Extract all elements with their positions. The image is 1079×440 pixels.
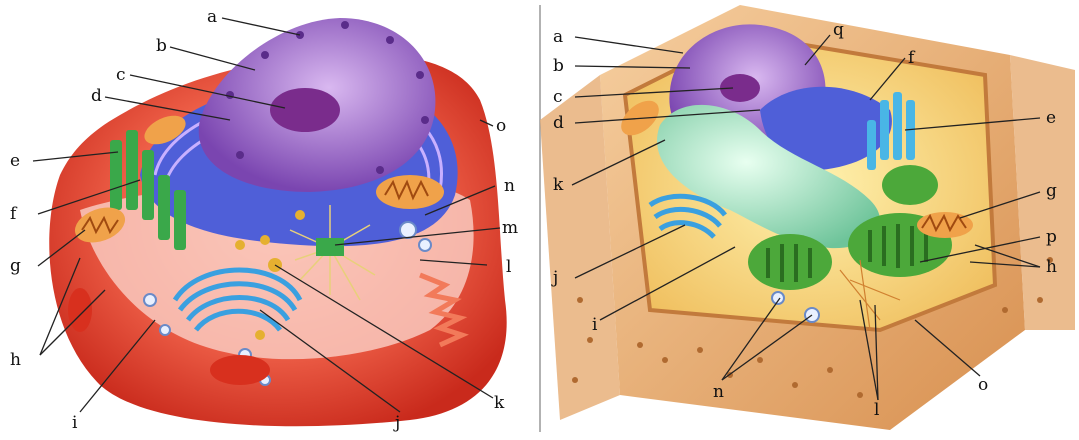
plant-label-o: o	[978, 375, 988, 395]
animal-label-g: g	[10, 256, 21, 276]
plant-label-i: i	[592, 315, 598, 335]
animal-label-e: e	[10, 151, 20, 171]
animal-label-k: k	[494, 393, 505, 413]
animal-label-m: m	[502, 218, 518, 238]
cytoplasm-blob	[68, 288, 92, 332]
animal-label-h: h	[10, 350, 21, 370]
plant-cell: a b c d e f g h i j k l n o p q	[540, 5, 1075, 430]
plant-label-b: b	[553, 56, 564, 76]
plant-label-d: d	[553, 113, 564, 133]
plant-label-g: g	[1046, 181, 1057, 201]
chloroplast-lower	[748, 234, 832, 290]
animal-label-c: c	[116, 65, 126, 85]
animal-cell: a b c d e f g h i j k l m n o	[10, 7, 518, 433]
animal-label-b: b	[156, 36, 167, 56]
chloroplast-right	[882, 165, 938, 205]
plant-label-n: n	[713, 382, 724, 402]
animal-label-o: o	[496, 116, 506, 136]
plant-label-h: h	[1046, 257, 1057, 277]
plant-label-l: l	[874, 400, 879, 420]
animal-label-l: l	[506, 257, 511, 277]
mitochondrion-right	[376, 175, 444, 209]
cytoplasm-blob	[210, 355, 270, 385]
animal-label-j: j	[393, 413, 400, 433]
animal-label-n: n	[504, 176, 515, 196]
plant-label-p: p	[1046, 227, 1057, 247]
animal-label-i: i	[72, 413, 78, 433]
plant-label-k: k	[553, 175, 564, 195]
plant-label-c: c	[553, 87, 563, 107]
plant-label-j: j	[551, 268, 558, 288]
plant-label-e: e	[1046, 108, 1056, 128]
animal-label-a: a	[207, 7, 217, 27]
nucleolus	[270, 88, 340, 132]
centriole	[316, 238, 344, 256]
plant-label-q: q	[833, 20, 844, 40]
animal-label-f: f	[10, 204, 18, 224]
animal-label-d: d	[91, 86, 102, 106]
plant-label-a: a	[553, 27, 563, 47]
